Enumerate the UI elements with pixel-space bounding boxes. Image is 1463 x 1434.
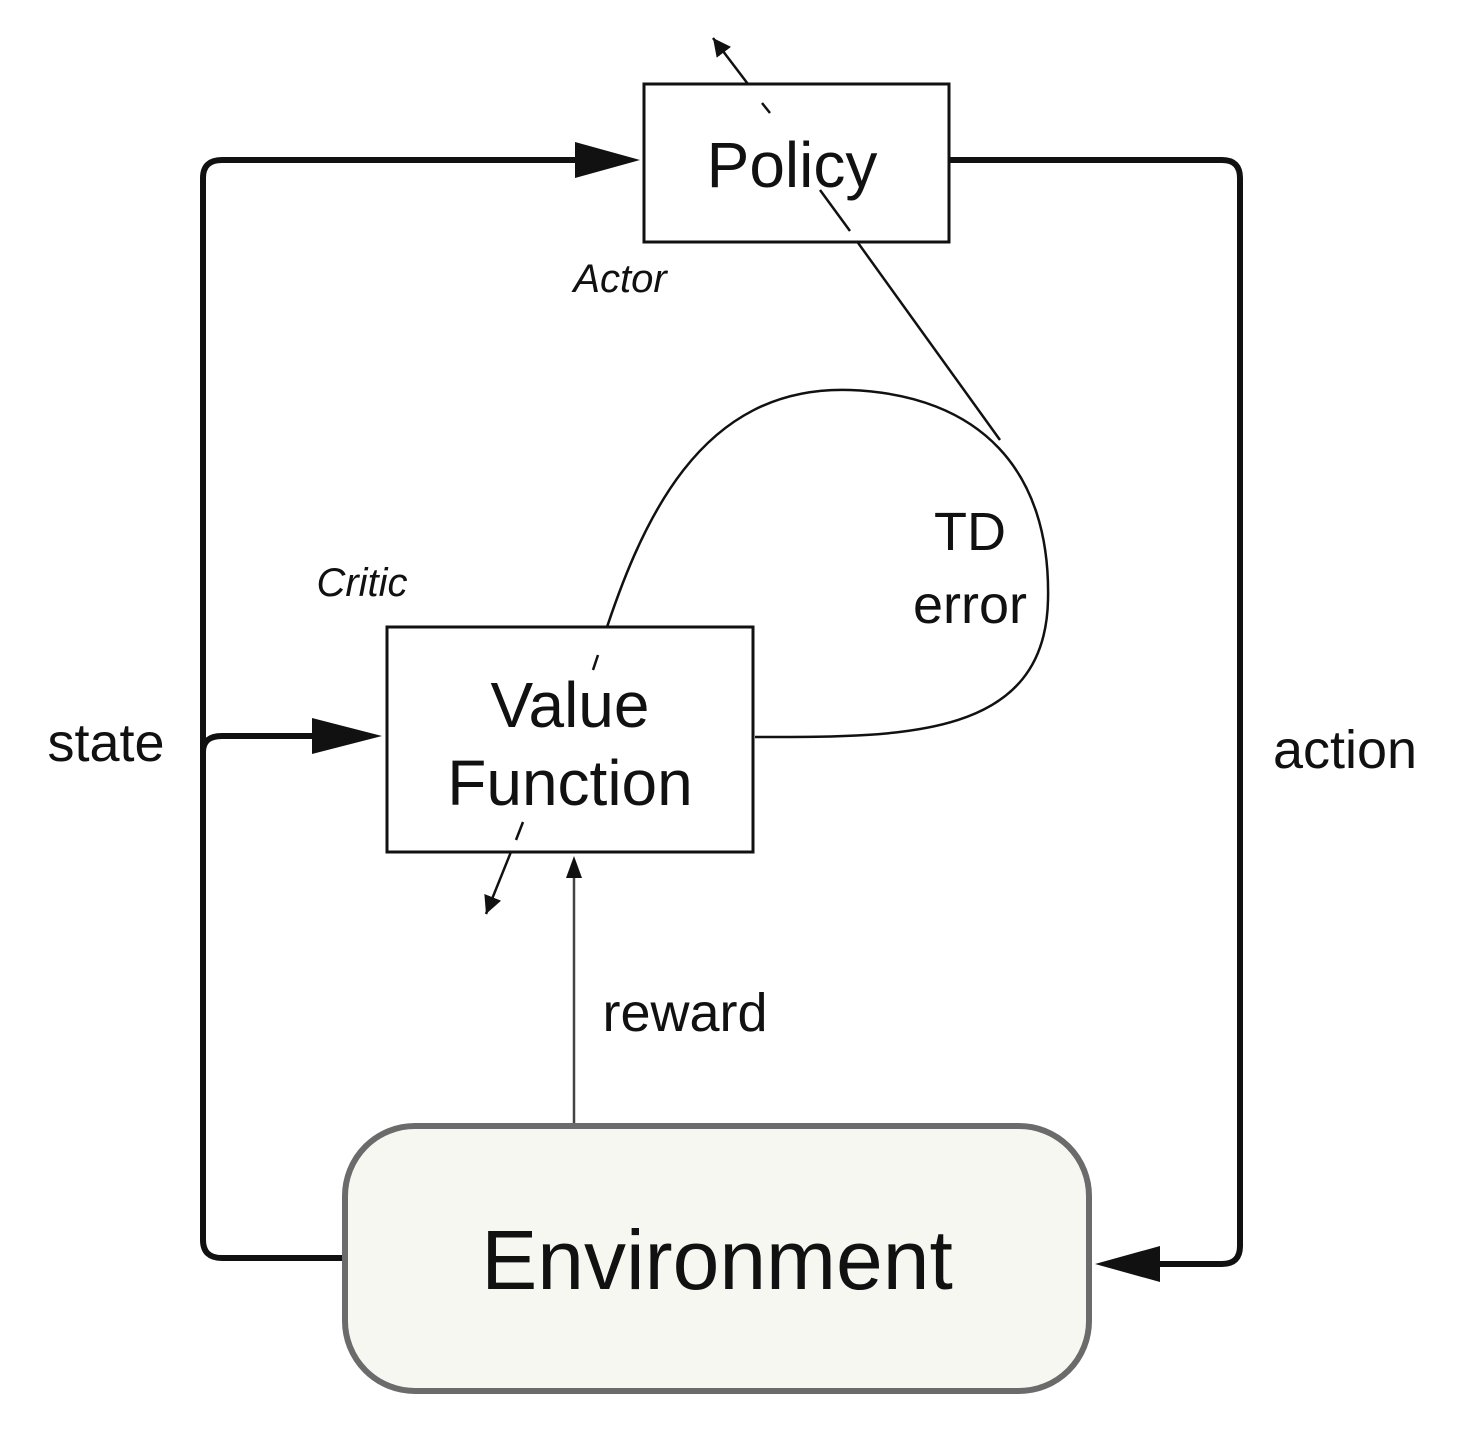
critic-label: Critic bbox=[316, 561, 407, 605]
value-function-label-line1: Value bbox=[491, 669, 650, 741]
policy-update-line-inside bbox=[761, 102, 771, 114]
state-edge-to-policy bbox=[200, 157, 575, 1261]
environment-box bbox=[342, 1123, 1092, 1394]
state-arrowhead-value-function bbox=[312, 718, 382, 754]
action-arrowhead bbox=[1095, 1246, 1160, 1282]
state-arrowhead-policy bbox=[575, 142, 640, 178]
reward-label: reward bbox=[602, 983, 767, 1043]
reward-arrowhead bbox=[566, 856, 582, 878]
state-edge-to-value-function bbox=[200, 733, 315, 755]
value-update-stub-inside-box bbox=[514, 821, 525, 841]
td-error-label-line1: TD bbox=[934, 502, 1006, 562]
action-edge bbox=[950, 157, 1243, 1267]
environment-label: Environment bbox=[481, 1213, 953, 1307]
value-function-label-line2: Function bbox=[447, 747, 692, 819]
value-function-box bbox=[385, 625, 755, 854]
state-label: state bbox=[47, 713, 164, 773]
td-error-loop bbox=[596, 388, 1050, 739]
policy-box bbox=[642, 82, 951, 244]
policy-label: Policy bbox=[707, 129, 878, 201]
action-label: action bbox=[1273, 720, 1417, 780]
td-error-line-over-policy bbox=[818, 189, 852, 232]
actor-label: Actor bbox=[571, 257, 668, 301]
td-error-label-line2: error bbox=[913, 575, 1027, 635]
td-loop-stub-inside-value-box bbox=[591, 654, 600, 671]
